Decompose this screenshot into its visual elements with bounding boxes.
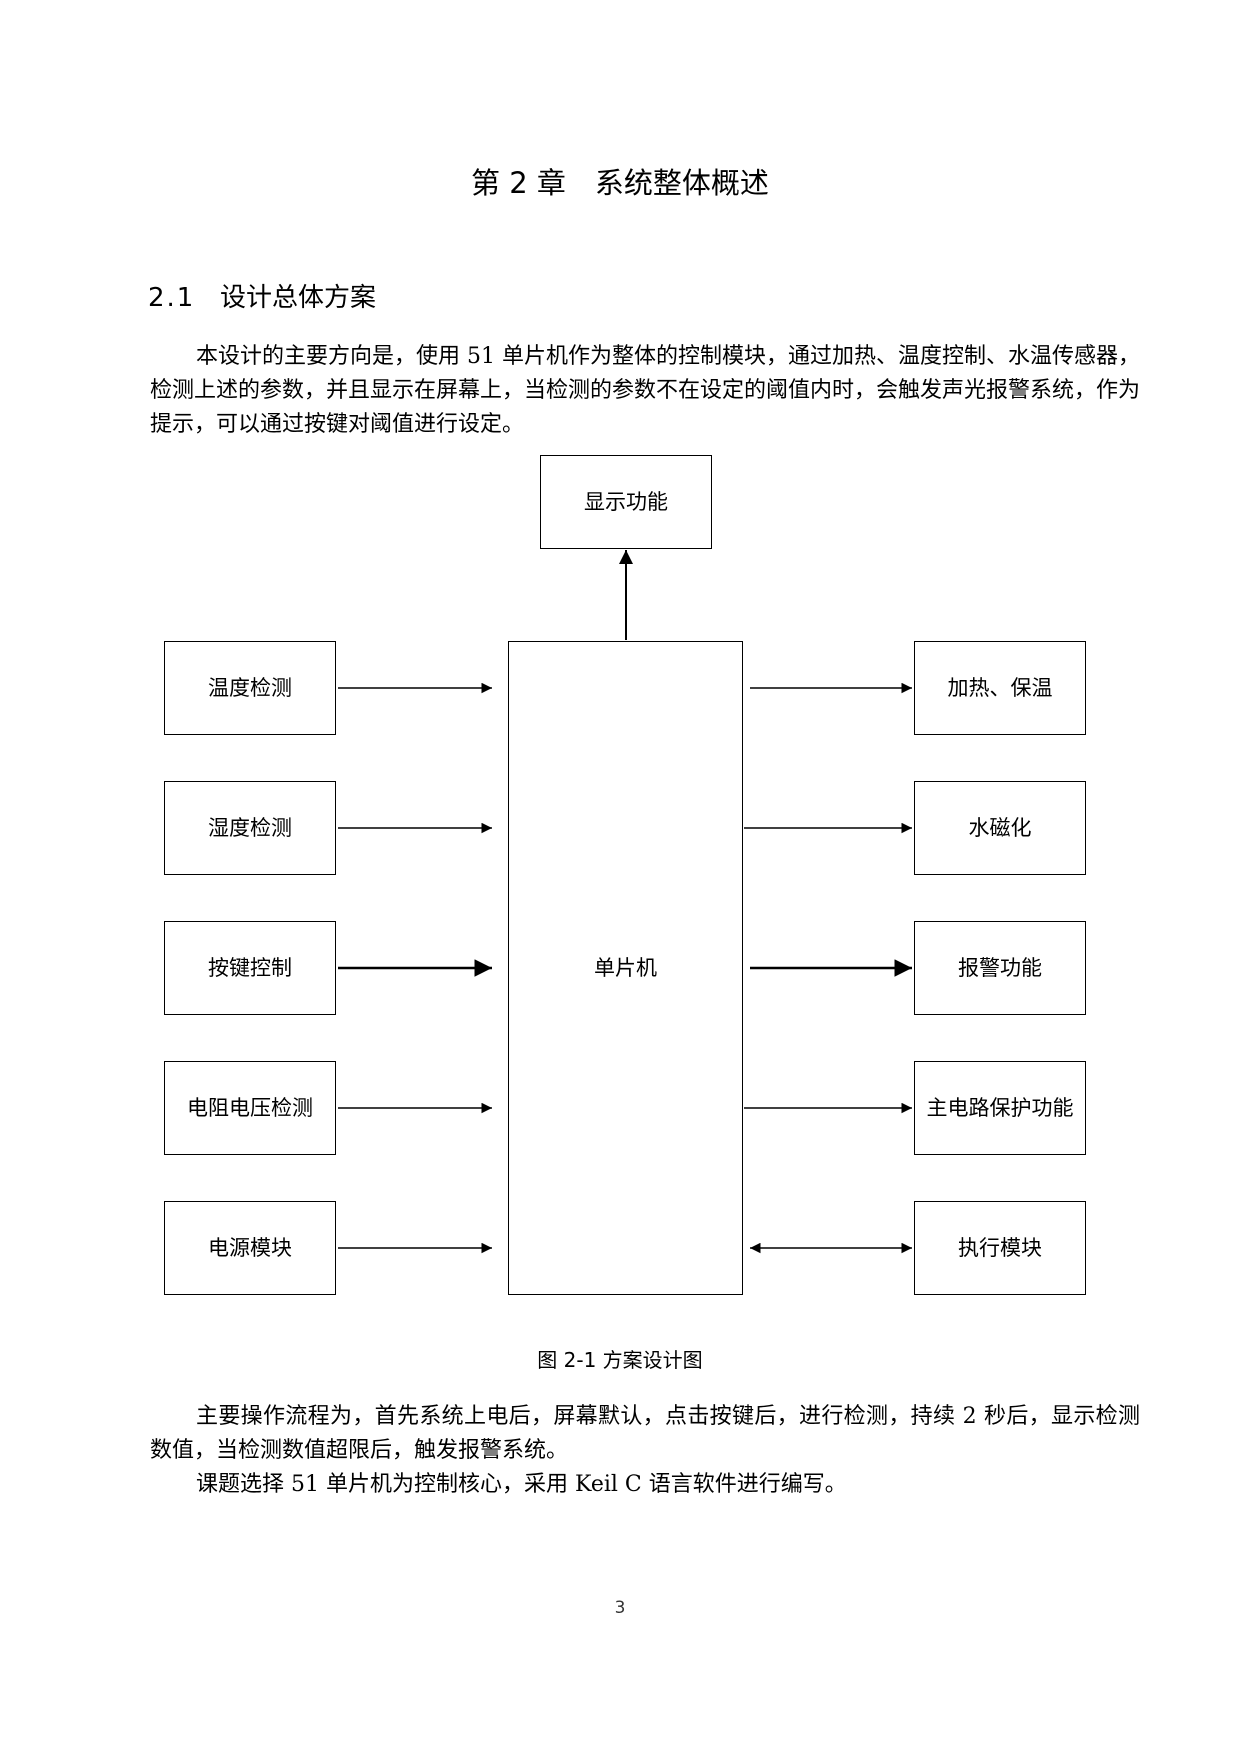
implementation-paragraph: 课题选择 51 单片机为控制核心，采用 Keil C 语言软件进行编写。 [196,1472,847,1497]
display-function-box: 显示功能 [540,455,712,549]
section-number: 2.1 [148,283,196,313]
input-box-humidity: 湿度检测 [164,781,336,875]
figure-caption: 图 2-1 方案设计图 [537,1348,703,1372]
output-box-circuit-protection: 主电路保护功能 [914,1061,1086,1155]
input-box-keypad: 按键控制 [164,921,336,1015]
input-box-temperature: 温度检测 [164,641,336,735]
output-box-water-magnetization: 水磁化 [914,781,1086,875]
output-box-actuator: 执行模块 [914,1201,1086,1295]
intro-paragraph: 本设计的主要方向是，使用 51 单片机作为整体的控制模块，通过加热、温度控制、水… [150,344,1141,437]
mcu-box: 单片机 [508,641,743,1295]
chapter-title: 第 2 章 系统整体概述 [471,166,769,200]
section-heading: 2.1 设计总体方案 [148,278,376,318]
input-box-power: 电源模块 [164,1201,336,1295]
output-box-alarm: 报警功能 [914,921,1086,1015]
workflow-paragraph: 主要操作流程为，首先系统上电后，屏幕默认，点击按键后，进行检测，持续 2 秒后，… [150,1404,1140,1463]
page-number: 3 [614,1598,626,1618]
output-box-heating: 加热、保温 [914,641,1086,735]
section-title: 设计总体方案 [220,283,377,313]
input-box-resistance-voltage: 电阻电压检测 [164,1061,336,1155]
